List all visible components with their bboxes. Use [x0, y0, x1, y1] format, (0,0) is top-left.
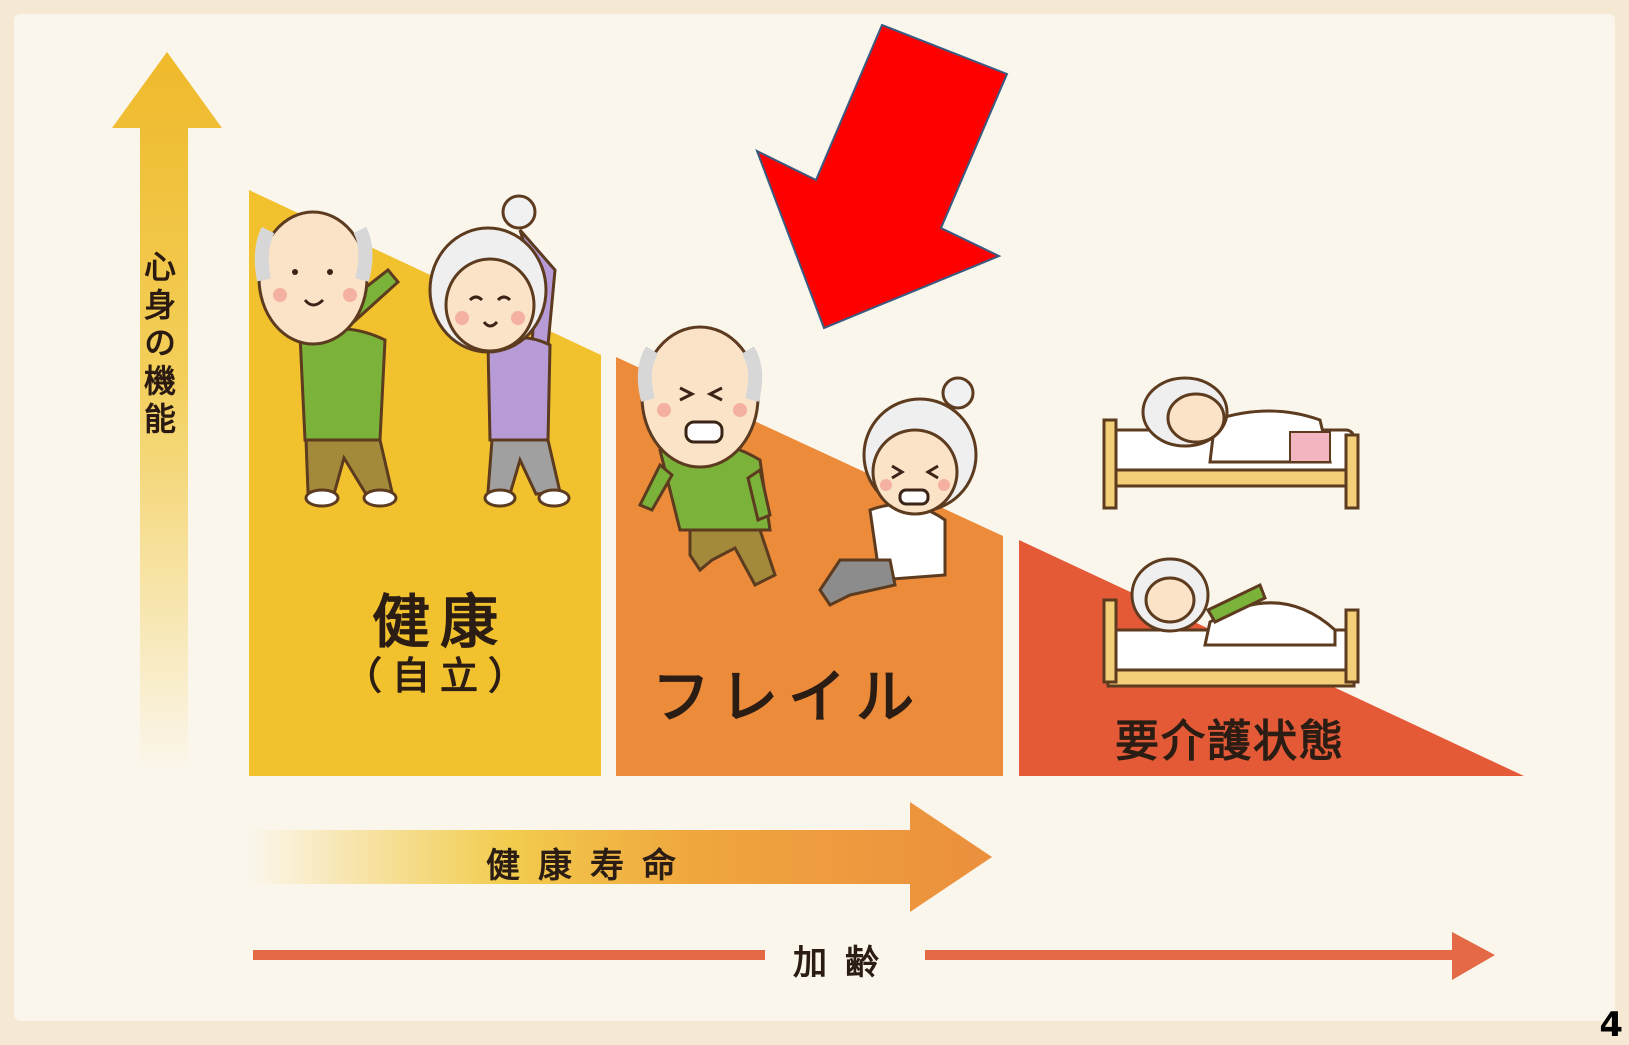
page-number: 4: [1599, 1005, 1623, 1045]
elderly-man-stretching-illustration: [254, 210, 401, 508]
healthy-stage-label: 健康: [371, 588, 508, 656]
frail-stage-label: フレイル: [651, 663, 924, 731]
function-axis-label: 心身の機能: [139, 250, 177, 440]
function-axis-arrow: [112, 52, 222, 772]
healthy-lifespan-label: 健康寿命: [486, 846, 694, 886]
bedridden-person-illustration-2: [1102, 557, 1360, 688]
highlight-arrow: [755, 23, 1009, 330]
elderly-man-stumbling-illustration: [637, 325, 777, 587]
healthy-stage-sublabel: （自立）: [343, 654, 536, 698]
healthy-lifespan-arrow: [249, 802, 992, 912]
elderly-woman-stretching-illustration: [428, 194, 571, 508]
bedridden-person-illustration-1: [1102, 376, 1360, 510]
care-stage-label: 要介護状態: [1115, 716, 1345, 767]
elderly-woman-fallen-illustration: [818, 376, 978, 607]
aging-label: 加齢: [765, 935, 925, 984]
